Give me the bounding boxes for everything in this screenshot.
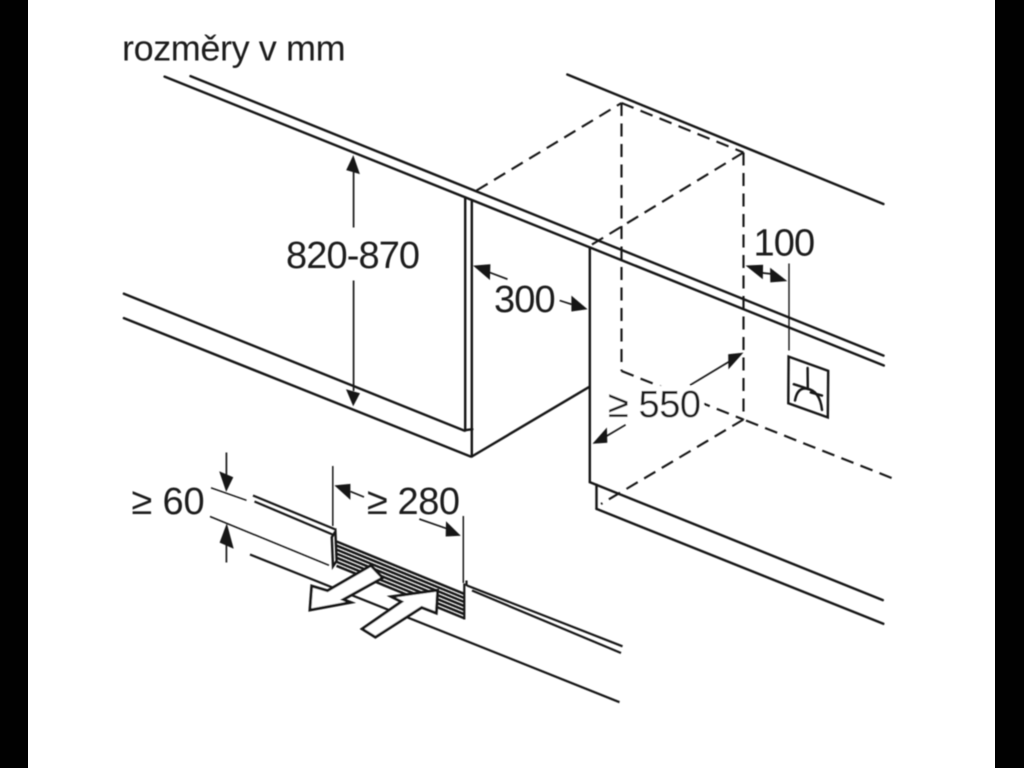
svg-text:rozměry v mm: rozměry v mm bbox=[122, 28, 345, 69]
svg-text:≥ 280: ≥ 280 bbox=[367, 481, 460, 523]
svg-text:≥ 60: ≥ 60 bbox=[132, 481, 205, 523]
svg-text:820-870: 820-870 bbox=[286, 235, 419, 277]
svg-text:≥ 550: ≥ 550 bbox=[608, 384, 701, 426]
svg-text:300: 300 bbox=[494, 279, 555, 321]
svg-text:100: 100 bbox=[754, 223, 815, 265]
